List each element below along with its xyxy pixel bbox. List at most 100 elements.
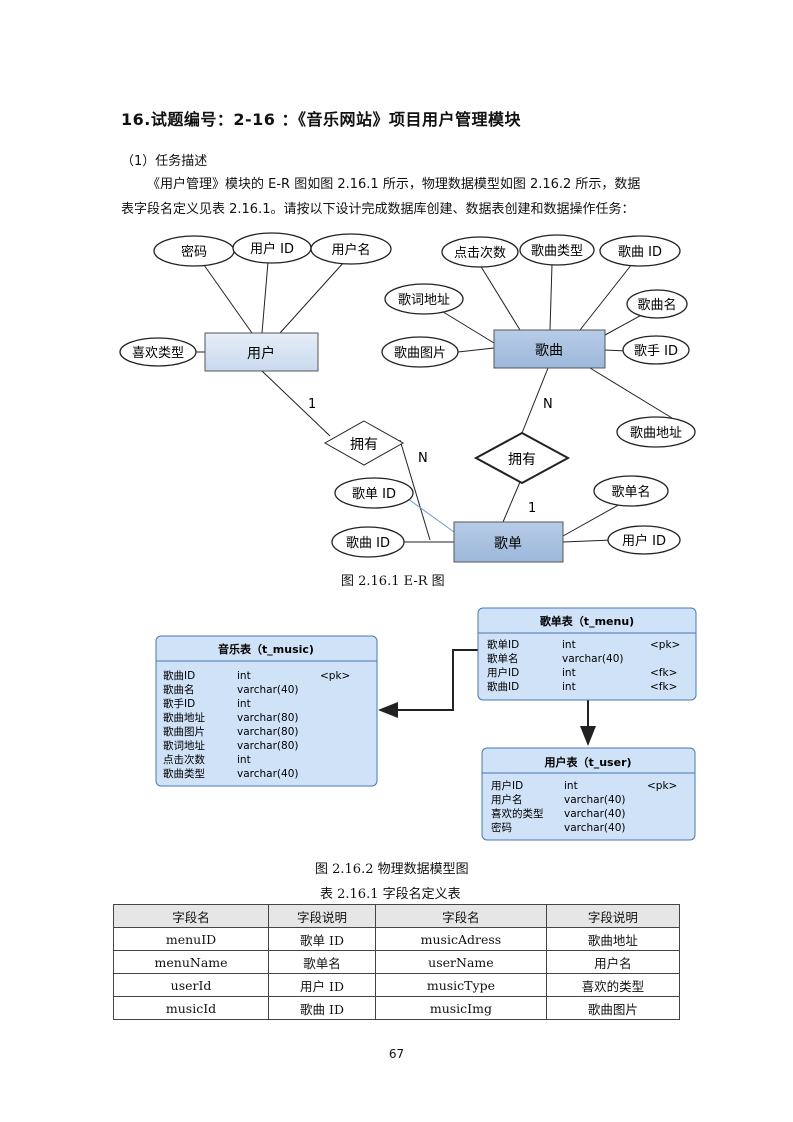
menu-table xyxy=(477,607,697,701)
header-field-desc-2: 字段说明 xyxy=(545,904,681,928)
user-row-name: 喜欢的类型 xyxy=(491,807,544,820)
attr-menu-name: 歌单名 xyxy=(611,484,650,500)
menu-row-name: 歌曲ID xyxy=(487,680,519,693)
music-row-type: int xyxy=(237,754,251,766)
menu-row-type: int xyxy=(562,639,576,651)
playlist-entity-label: 歌单 xyxy=(494,536,522,552)
song-entity xyxy=(493,329,606,369)
menu-to-music-arrow xyxy=(378,649,478,718)
menu-row-name: 歌单ID xyxy=(487,638,519,651)
relationship-left-label: 拥有 xyxy=(350,437,378,453)
attr-menu-song-id-ellipse xyxy=(331,526,405,558)
music-row-type: varchar(40) xyxy=(237,684,298,696)
task-description-label: （1）任务描述 xyxy=(121,154,208,169)
table-row: menuName 歌单名 userName 用户名 xyxy=(112,950,681,974)
attr-song-id-ellipse xyxy=(599,235,681,267)
attr-song-addr-ellipse xyxy=(616,416,696,448)
cardinality-1-right: 1 xyxy=(528,501,536,516)
section-heading: 16.试题编号：2-16 ：《音乐网站》项目用户管理模块 xyxy=(121,110,521,129)
er-caption: 图 2.16.1 E-R 图 xyxy=(341,574,445,589)
song-entity-label: 歌曲 xyxy=(535,343,563,359)
menu-id-connector xyxy=(403,495,455,533)
menu-row-type: varchar(40) xyxy=(562,653,623,665)
table-cell: menuID xyxy=(112,927,270,951)
user-row-name: 用户名 xyxy=(491,793,523,806)
table-cell: musicId xyxy=(112,996,270,1020)
table-cell: 喜欢的类型 xyxy=(545,973,681,997)
user-row-type: varchar(40) xyxy=(564,794,625,806)
attr-like-type-ellipse xyxy=(119,337,197,367)
menu-row-type: int xyxy=(562,667,576,679)
attr-click-count: 点击次数 xyxy=(454,245,506,261)
attr-menu-user-id-ellipse xyxy=(607,525,681,555)
table-cell: 用户名 xyxy=(545,950,681,974)
attr-lyric-addr-ellipse xyxy=(384,283,464,315)
attr-singer-id-ellipse xyxy=(622,335,690,365)
attr-menu-song-id: 歌曲 ID xyxy=(346,536,390,551)
music-row-name: 歌曲地址 xyxy=(163,711,205,724)
paragraph-line-2: 表字段名定义见表 2.16.1。请按以下设计完成数据库创建、数据表创建和数据操作… xyxy=(121,202,635,217)
music-row-name: 歌手ID xyxy=(163,697,195,710)
attr-click-count-ellipse xyxy=(441,236,519,268)
attr-user-name: 用户名 xyxy=(331,242,370,258)
er-connectors xyxy=(196,261,673,543)
table-row: musicId 歌曲 ID musicImg 歌曲图片 xyxy=(112,996,681,1020)
music-row-type: int xyxy=(237,670,251,682)
user-row-name: 密码 xyxy=(491,821,512,834)
attr-song-type-ellipse xyxy=(519,234,595,266)
menu-row-key: <fk> xyxy=(650,667,677,679)
relationship-right xyxy=(473,431,571,485)
attr-song-img-ellipse xyxy=(381,336,459,368)
user-row-type: int xyxy=(564,780,578,792)
attr-like-type: 喜欢类型 xyxy=(132,346,184,361)
menu-table-title: 歌单表（t_menu) xyxy=(540,614,634,628)
attr-lyric-addr: 歌词地址 xyxy=(398,293,450,308)
cardinality-1-left: 1 xyxy=(308,397,316,412)
menu-row-type: int xyxy=(562,681,576,693)
table-caption: 表 2.16.1 字段名定义表 xyxy=(320,887,461,902)
user-entity-label: 用户 xyxy=(247,345,275,362)
attr-menu-user-id: 用户 ID xyxy=(622,533,666,549)
table-cell: 歌单 ID xyxy=(268,927,376,951)
field-definition-table: 字段名 字段说明 字段名 字段说明 menuID 歌单 ID musicAdre… xyxy=(112,904,681,1020)
table-cell: musicAdress xyxy=(374,927,547,951)
attr-user-name-ellipse xyxy=(310,233,392,265)
menu-row-key: <fk> xyxy=(650,681,677,693)
table-cell: 歌曲 ID xyxy=(268,996,376,1020)
table-cell: 用户 ID xyxy=(268,973,376,997)
header-field-name-2: 字段名 xyxy=(374,904,547,928)
table-cell: userId xyxy=(112,973,270,997)
table-cell: 歌单名 xyxy=(268,950,376,974)
music-row-name: 歌词地址 xyxy=(163,739,205,752)
user-row-type: varchar(40) xyxy=(564,822,625,834)
music-row-name: 歌曲ID xyxy=(163,669,195,682)
music-row-type: varchar(80) xyxy=(237,712,298,724)
user-entity xyxy=(204,332,319,372)
paragraph-line-1: 《用户管理》模块的 E-R 图如图 2.16.1 所示，物理数据模型如图 2.1… xyxy=(147,177,641,192)
table-cell: 歌曲图片 xyxy=(545,996,681,1020)
attr-password: 密码 xyxy=(181,244,207,260)
attr-song-name-ellipse xyxy=(626,289,688,319)
music-row-type: varchar(80) xyxy=(237,726,298,738)
music-row-name: 歌曲图片 xyxy=(163,725,205,738)
table-row: menuID 歌单 ID musicAdress 歌曲地址 xyxy=(112,927,681,951)
attr-song-img: 歌曲图片 xyxy=(394,346,446,361)
pdm-caption: 图 2.16.2 物理数据模型图 xyxy=(315,862,469,877)
music-row-name: 歌曲名 xyxy=(163,683,195,696)
attr-menu-name-ellipse xyxy=(593,475,669,507)
attr-menu-id: 歌单 ID xyxy=(352,487,396,502)
header-field-desc-1: 字段说明 xyxy=(268,904,376,928)
user-row-type: varchar(40) xyxy=(564,808,625,820)
menu-row-key: <pk> xyxy=(650,639,680,651)
music-row-name: 歌曲类型 xyxy=(163,767,205,780)
user-table-title: 用户表（t_user) xyxy=(544,755,631,769)
attr-singer-id: 歌手 ID xyxy=(634,344,678,359)
table-cell: userName xyxy=(374,950,547,974)
playlist-entity xyxy=(453,521,564,563)
attr-user-id: 用户 ID xyxy=(250,241,294,257)
music-table-title: 音乐表（t_music) xyxy=(218,642,314,656)
